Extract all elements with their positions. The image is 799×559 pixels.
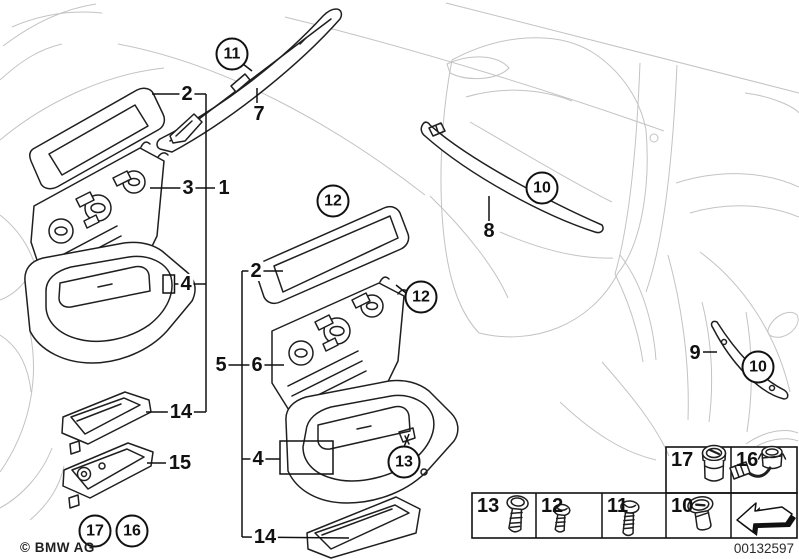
- legend-label-11[interactable]: 11: [607, 495, 629, 517]
- part-label-9[interactable]: 9: [687, 342, 703, 364]
- part-label-2-left[interactable]: 2: [179, 83, 195, 105]
- legend-label-13[interactable]: 13: [477, 495, 500, 517]
- part-label-4-mid[interactable]: 4: [250, 448, 266, 470]
- short-screw-icon: [553, 503, 571, 533]
- direction-arrow-icon: [736, 502, 796, 536]
- part-label-14-mid[interactable]: 14: [251, 526, 279, 548]
- callout-16[interactable]: 16: [115, 514, 149, 548]
- windshield-trim-strip-art: [156, 8, 343, 153]
- callout-17[interactable]: 17: [78, 514, 112, 548]
- callout-10-door[interactable]: 10: [525, 171, 559, 205]
- callout-13[interactable]: 13: [387, 445, 421, 479]
- part-label-1[interactable]: 1: [216, 177, 232, 199]
- legend-label-10[interactable]: 10: [671, 495, 694, 517]
- copyright-text: © BMW AG: [20, 540, 95, 555]
- console-center-art: [255, 205, 459, 559]
- socket-with-cable-icon: [729, 445, 787, 480]
- callout-12-upper[interactable]: 12: [316, 184, 350, 218]
- callout-11[interactable]: 11: [215, 37, 249, 71]
- console-left-art: [24, 87, 196, 509]
- legend-label-16[interactable]: 16: [736, 449, 759, 471]
- lighter-socket-icon: [701, 444, 727, 482]
- part-label-4-left[interactable]: 4: [178, 273, 194, 295]
- part-label-8[interactable]: 8: [481, 220, 497, 242]
- part-label-15[interactable]: 15: [166, 452, 194, 474]
- part-label-2-mid[interactable]: 2: [248, 260, 264, 282]
- washer-head-screw-icon: [506, 495, 529, 533]
- part-label-14-left[interactable]: 14: [167, 401, 195, 423]
- long-screw-icon: [620, 500, 640, 537]
- part-label-5[interactable]: 5: [213, 354, 229, 376]
- part-label-7[interactable]: 7: [251, 103, 267, 125]
- callout-12-lower[interactable]: 12: [404, 280, 438, 314]
- part-label-3[interactable]: 3: [180, 177, 196, 199]
- background-interior-art: [0, 2, 799, 521]
- door-trim-art: [420, 121, 604, 234]
- expanding-rivet-icon: [687, 496, 714, 531]
- diagram-number: 00132597: [733, 541, 794, 556]
- legend-label-12[interactable]: 12: [541, 495, 564, 517]
- callout-10-rear[interactable]: 10: [741, 350, 775, 384]
- legend-table: [471, 444, 798, 539]
- part-label-6[interactable]: 6: [249, 354, 265, 376]
- legend-label-17[interactable]: 17: [671, 449, 694, 471]
